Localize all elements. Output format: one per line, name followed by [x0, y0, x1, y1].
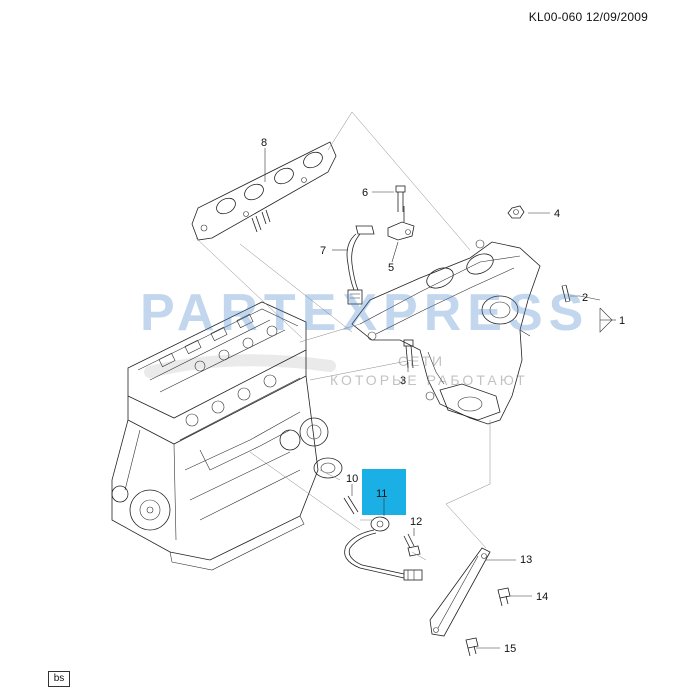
- part-5-bracket: [387, 206, 415, 241]
- engine-block: [111, 301, 343, 571]
- part-12-bolt: [403, 533, 421, 557]
- callout-13[interactable]: 13: [520, 554, 532, 566]
- callout-15[interactable]: 15: [504, 643, 516, 655]
- part-2-stud: [561, 284, 571, 303]
- assembly-guide-lines: [195, 111, 491, 561]
- callout-10[interactable]: 10: [346, 473, 358, 485]
- watermark-tagline-1: СЕТИ: [398, 353, 445, 369]
- part-15-bolt: [465, 637, 479, 657]
- callout-1[interactable]: 1: [619, 315, 625, 327]
- part-14-bolt: [497, 587, 511, 607]
- callout-7[interactable]: 7: [320, 245, 326, 257]
- part-8-exhaust-gasket: [191, 141, 337, 241]
- part-3-bolt: [403, 339, 414, 369]
- part-13-bracket: [429, 547, 491, 637]
- part-6-bolt: [395, 185, 406, 212]
- callout-2[interactable]: 2: [582, 292, 588, 304]
- watermark-tagline-2: КОТОРЫЕ РАБОТАЮТ: [330, 372, 528, 388]
- callout-6[interactable]: 6: [362, 187, 368, 199]
- part-4-nut: [507, 205, 525, 219]
- callout-14[interactable]: 14: [536, 591, 548, 603]
- callout-5[interactable]: 5: [388, 262, 394, 274]
- callout-12[interactable]: 12: [410, 516, 422, 528]
- callout-leaders: [264, 148, 616, 649]
- part-10-stud: [343, 495, 359, 515]
- callout-11[interactable]: 11: [376, 488, 387, 500]
- callout-8[interactable]: 8: [261, 137, 267, 149]
- part-1-exhaust-manifold: [351, 239, 541, 425]
- part-11-knock-sensor: [344, 516, 423, 581]
- part-7-oxygen-sensor: [346, 225, 375, 305]
- callout-3[interactable]: 3: [400, 375, 406, 387]
- corner-tag: bs: [48, 671, 70, 687]
- callout-4[interactable]: 4: [554, 208, 560, 220]
- watermark-brand: PARTEXPRESS: [140, 284, 590, 342]
- diagram-reference: KL00-060 12/09/2009: [528, 10, 648, 24]
